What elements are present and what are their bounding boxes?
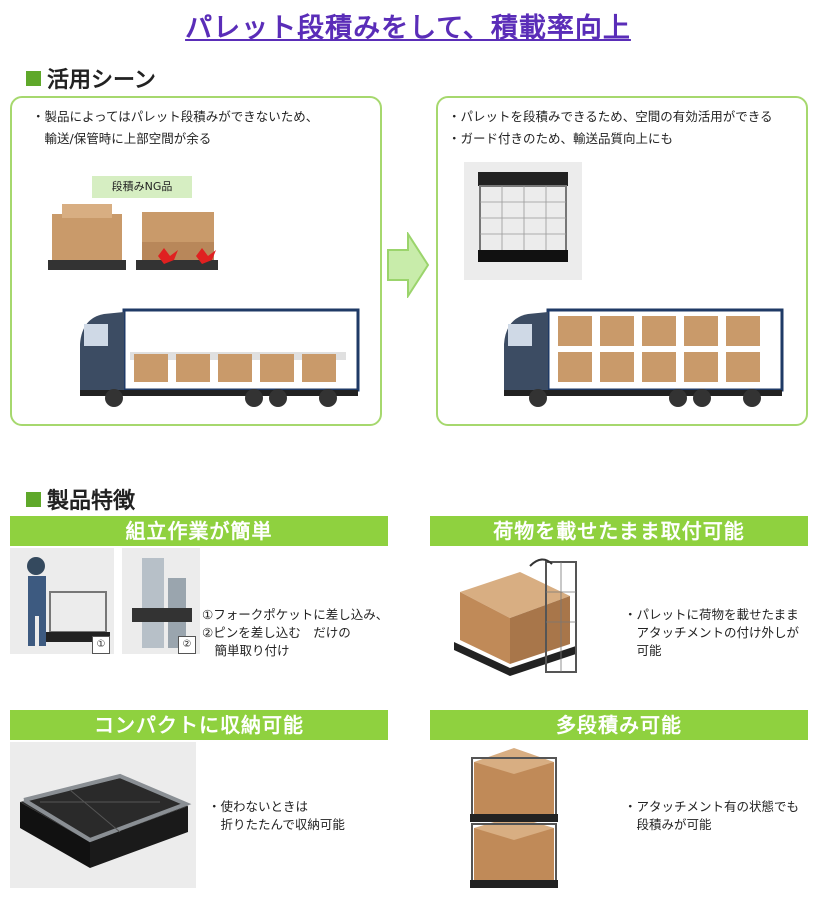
arrow-right-icon <box>387 232 430 298</box>
assembly-photo-1: ① <box>10 548 114 654</box>
stacked-pallet-photo <box>464 162 582 280</box>
feature-text-multi-stack: ・アタッチメント有の状態でも 段積みが可能 <box>624 799 800 832</box>
pallet-ng-illustration <box>48 204 218 270</box>
feature-title-compact-storage: コンパクトに収納可能 <box>10 710 388 740</box>
feature-text-attach-with-load: ・パレットに荷物を載せたまま アタッチメントの付け外しが 可能 <box>624 607 800 658</box>
feature-title-easy-assembly: 組立作業が簡単 <box>10 516 388 546</box>
square-bullet-icon <box>26 491 41 507</box>
feature-text-compact-storage: ・使わないときは 折りたたんで収納可能 <box>208 799 345 832</box>
square-bullet-icon <box>26 70 41 86</box>
multi-stack-illustration <box>470 748 558 888</box>
page-title: パレット段積みをして、積載率向上 <box>185 13 631 44</box>
assembly-photo-2: ② <box>122 548 200 654</box>
panel-before-notes: ・製品によってはパレット段積みができないため、 輸送/保管時に上部空間が余る <box>32 109 319 146</box>
feature-text-easy-assembly: ①フォークポケットに差し込み、 ②ピンを差し込む だけの 簡単取り付け <box>202 607 389 658</box>
step-badge-1: ① <box>92 636 110 654</box>
feature-title-attach-with-load: 荷物を載せたまま取付可能 <box>430 516 808 546</box>
panel-before: ・製品によってはパレット段積みができないため、 輸送/保管時に上部空間が余る 段… <box>10 96 382 426</box>
ng-label: 段積みNG品 <box>92 176 192 198</box>
panel-after: ・パレットを段積みできるため、空間の有効活用ができる ・ガード付きのため、輸送品… <box>436 96 808 426</box>
panel-after-notes: ・パレットを段積みできるため、空間の有効活用ができる ・ガード付きのため、輸送品… <box>448 109 773 146</box>
step-badge-2: ② <box>178 636 196 654</box>
folded-pallet-photo <box>10 742 196 888</box>
attach-with-load-illustration <box>454 558 577 676</box>
section-heading-features: 製品特徴 <box>26 483 135 515</box>
section-heading-usage: 活用シーン <box>26 62 156 94</box>
feature-title-multi-stack: 多段積み可能 <box>430 710 808 740</box>
truck-before-illustration <box>80 308 360 407</box>
truck-after-illustration <box>504 308 784 407</box>
